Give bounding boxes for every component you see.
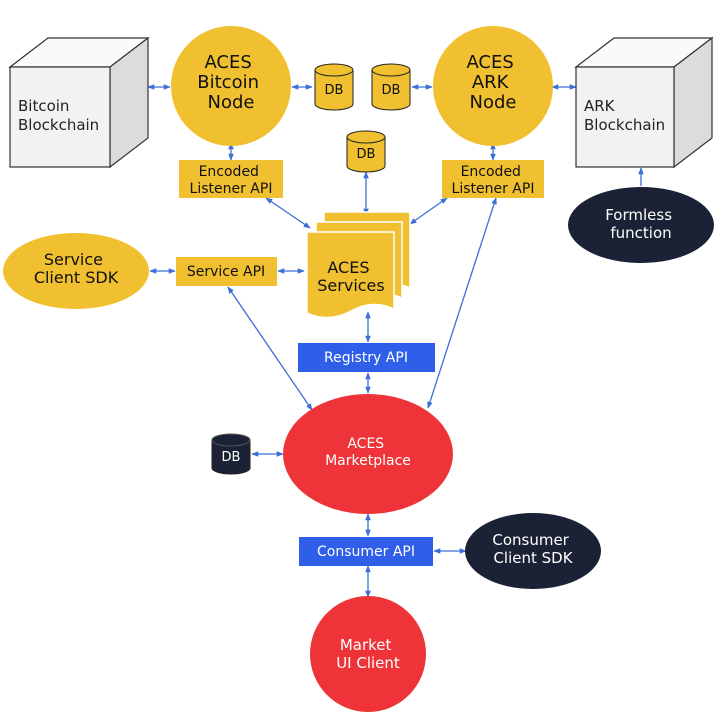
marketplace-line1: ACES (347, 436, 384, 452)
consumer-api-label: Consumer API (317, 544, 415, 560)
registry-api-box: Registry API (298, 343, 435, 372)
consumer-client-sdk: Consumer Client SDK (465, 513, 601, 589)
ark-node-label-line2: ARK (472, 72, 510, 93)
db-label: DB (325, 83, 344, 98)
db-cylinder-bitcoin-node: DB (314, 63, 354, 111)
svg-text:ACES Services: ACES Services (317, 258, 384, 295)
bitcoin-blockchain-cube: Bitcoin Blockchain (8, 36, 150, 169)
service-api-box: Service API (176, 257, 277, 286)
listener-right-line2: Listener API (452, 181, 535, 197)
listener-left-line2: Listener API (190, 181, 273, 197)
svg-text:ARK Blockchain: ARK Blockchain (584, 97, 665, 134)
formless-line2: function (610, 224, 671, 242)
bitcoin-blockchain-label-line2: Blockchain (18, 116, 99, 134)
bitcoin-node-label-line3: Node (208, 92, 255, 113)
db-cylinder-ark-node: DB (371, 63, 411, 111)
encoded-listener-api-left: Encoded Listener API (179, 160, 283, 198)
db-cylinder-marketplace: DB (211, 433, 251, 475)
arrow-service-api-marketplace (227, 286, 313, 411)
arrow-listener-left-services (265, 197, 311, 229)
ark-blockchain-label-line1: ARK (584, 97, 616, 115)
db-label: DB (382, 83, 401, 98)
bitcoin-node-label-line2: Bitcoin (197, 72, 259, 93)
listener-left-line1: Encoded (199, 164, 259, 180)
svg-text:Encoded Listener API: Encoded Listener API (452, 164, 535, 197)
svg-text:Bitcoin Blockchain: Bitcoin Blockchain (18, 97, 99, 134)
marketplace-line2: Marketplace (325, 453, 411, 469)
db-cylinder-services: DB (346, 130, 386, 173)
svg-text:Formless function: Formless function (605, 206, 677, 242)
consumer-sdk-line2: Client SDK (493, 549, 573, 567)
ark-blockchain-label-line2: Blockchain (584, 116, 665, 134)
service-api-label: Service API (187, 264, 265, 280)
arrow-ark-listener-marketplace (427, 197, 497, 409)
service-sdk-line2: Client SDK (34, 268, 119, 287)
registry-api-label: Registry API (324, 350, 408, 366)
svg-text:Market UI Client: Market UI Client (336, 636, 400, 672)
service-sdk-line1: Service (44, 250, 103, 269)
ark-node-label-line1: ACES (466, 52, 513, 73)
market-ui-client: Market UI Client (310, 596, 426, 712)
aces-bitcoin-node: ACES Bitcoin Node (171, 26, 291, 146)
market-ui-line1: Market (340, 636, 392, 654)
aces-services-documents: ACES Services (306, 211, 411, 319)
db-label: DB (222, 450, 241, 465)
ark-node-label-line3: Node (470, 92, 517, 113)
listener-right-line1: Encoded (461, 164, 521, 180)
svg-text:Service Client SDK: Service Client SDK (34, 250, 119, 287)
market-ui-line2: UI Client (336, 654, 400, 672)
services-label-line2: Services (317, 276, 384, 295)
services-label-line1: ACES (327, 258, 369, 277)
svg-text:Consumer Client SDK: Consumer Client SDK (492, 531, 573, 567)
aces-marketplace: ACES Marketplace (283, 394, 453, 514)
service-client-sdk: Service Client SDK (3, 233, 149, 309)
ark-blockchain-cube: ARK Blockchain (574, 36, 714, 169)
encoded-listener-api-right: Encoded Listener API (442, 160, 544, 198)
consumer-api-box: Consumer API (299, 537, 433, 566)
svg-text:Encoded Listener API: Encoded Listener API (190, 164, 273, 197)
arrow-listener-right-services (409, 197, 448, 225)
svg-text:ACES ARK Node: ACES ARK Node (466, 52, 519, 113)
aces-ark-node: ACES ARK Node (433, 26, 553, 146)
bitcoin-blockchain-label-line1: Bitcoin (18, 97, 69, 115)
svg-text:ACES Marketplace: ACES Marketplace (325, 436, 411, 469)
svg-text:ACES Bitcoin Node: ACES Bitcoin Node (197, 52, 264, 113)
db-label: DB (357, 147, 376, 162)
formless-function: Formless function (568, 187, 714, 263)
bitcoin-node-label-line1: ACES (204, 52, 251, 73)
formless-line1: Formless (605, 206, 672, 224)
consumer-sdk-line1: Consumer (492, 531, 569, 549)
